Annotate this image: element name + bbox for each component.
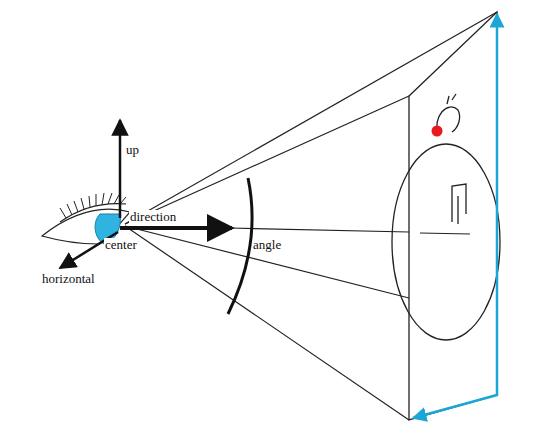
up-vector <box>119 120 122 218</box>
angle-arc <box>228 178 252 314</box>
axis-label: up <box>126 143 139 156</box>
red-point <box>432 126 443 137</box>
axis-label: angle <box>253 238 281 251</box>
direction-vector <box>120 226 232 230</box>
axis-label: horizontal <box>42 272 95 285</box>
axis-label: center <box>104 238 138 251</box>
plane-size-arrow <box>413 14 497 418</box>
axis-label: direction <box>129 210 177 223</box>
eye <box>42 193 130 244</box>
image-plane <box>392 12 500 420</box>
frustum-lines <box>125 12 497 420</box>
